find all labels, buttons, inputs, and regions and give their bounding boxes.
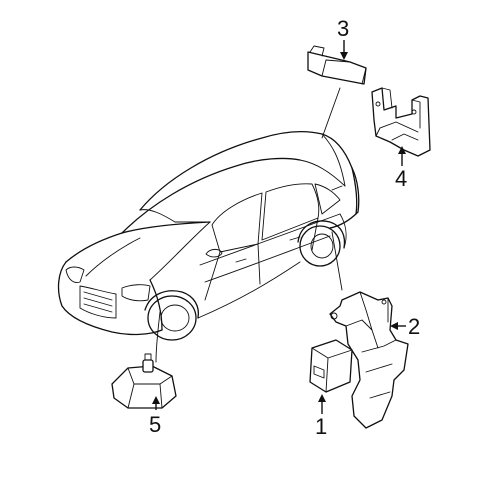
callout-2: 2 [408, 314, 420, 339]
callout-arrows [152, 40, 406, 414]
part-3-module [307, 45, 367, 85]
callout-3: 3 [337, 16, 349, 41]
part-4-bracket [371, 87, 431, 157]
callout-5: 5 [149, 412, 161, 437]
callout-1: 1 [315, 414, 327, 439]
part-5-sensor [111, 353, 177, 409]
callout-4: 4 [395, 166, 407, 191]
part-2-bracket [329, 291, 409, 429]
part-1-module [309, 339, 353, 393]
car-illustration [57, 87, 360, 363]
